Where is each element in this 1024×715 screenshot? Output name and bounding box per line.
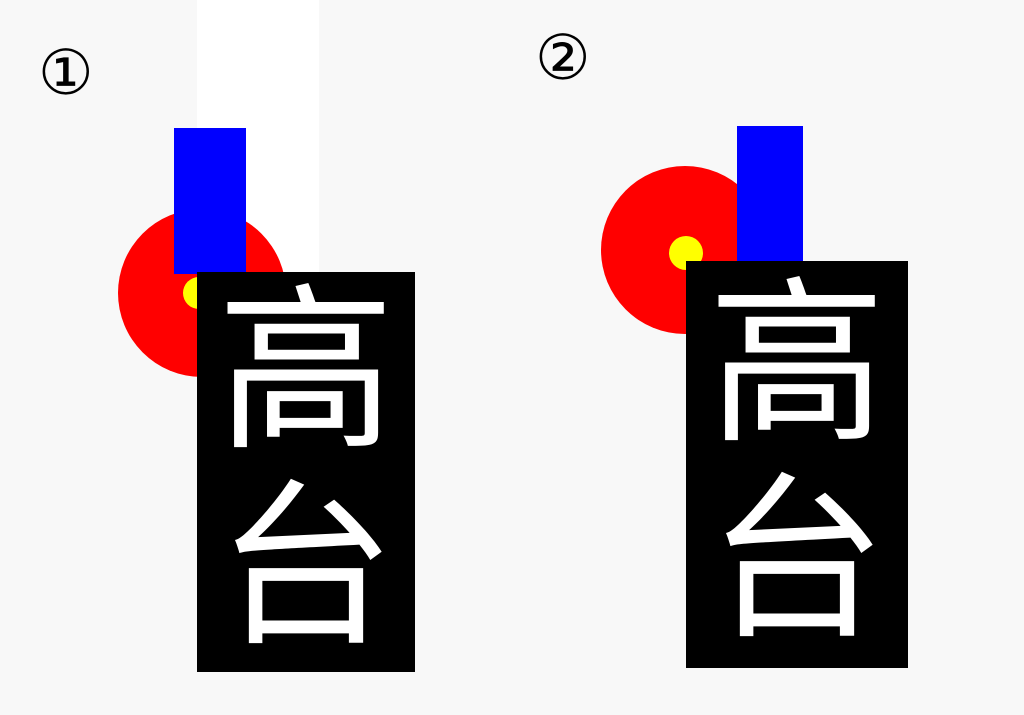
figure-2-station-sign: 高 台 (686, 261, 908, 668)
figure-1-blue-bar (174, 128, 246, 274)
figure-1-sign-char-top: 高 (217, 268, 395, 475)
figure-1-station-sign: 高 台 (197, 272, 415, 672)
figure-2-sign-char-top: 高 (708, 260, 886, 468)
figure-2-blue-bar (737, 126, 803, 262)
figure-2-label: ② (535, 21, 591, 94)
figure-1-label: ① (38, 36, 94, 109)
figure-2-sign-char-bottom: 台 (708, 456, 886, 664)
figure-1-sign-char-bottom: 台 (217, 464, 395, 671)
